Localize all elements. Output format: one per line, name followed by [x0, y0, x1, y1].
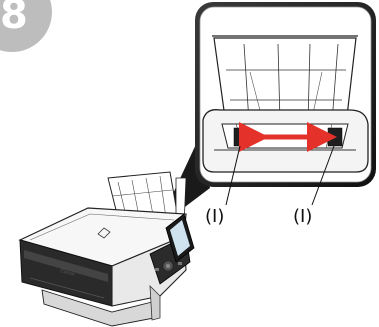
zoom-inset — [195, 2, 376, 187]
step-badge: 8 — [0, 0, 52, 52]
callout-label-right: (I) — [293, 206, 312, 227]
paper-guide-left — [234, 128, 248, 146]
paper-guide-right — [328, 128, 342, 146]
printer: Canon — [20, 172, 194, 326]
step-number: 8 — [0, 0, 28, 38]
callout-label-left: (I) — [205, 206, 224, 227]
rear-tray — [203, 110, 368, 172]
